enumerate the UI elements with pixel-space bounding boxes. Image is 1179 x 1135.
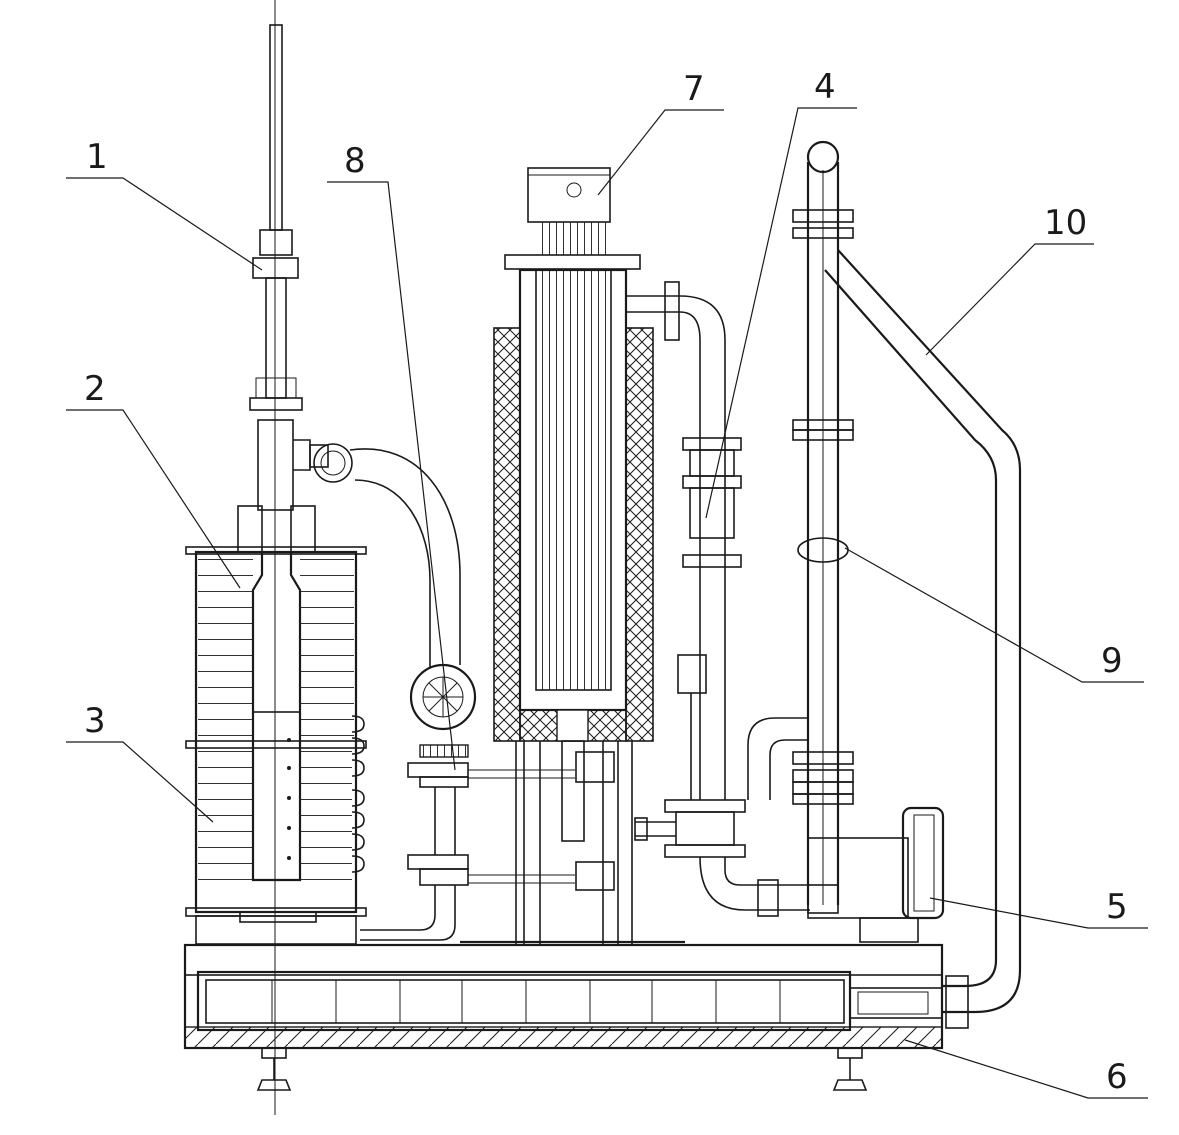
valve-column (634, 437, 810, 917)
callout-label-7: 7 (683, 69, 705, 109)
callout-label-6: 6 (1106, 1057, 1128, 1097)
left-reactor (185, 419, 367, 945)
callout-label-3: 3 (84, 701, 106, 741)
callout-label-8: 8 (344, 141, 366, 181)
right-stack (747, 140, 1022, 1029)
callout-label-10: 10 (1044, 203, 1087, 243)
callout-label-5: 5 (1106, 887, 1128, 927)
base-frame (183, 943, 944, 1091)
callout-label-4: 4 (814, 67, 836, 107)
callout-label-1: 1 (86, 137, 108, 177)
probe-rod (249, 0, 329, 1115)
callout-label-9: 9 (1101, 641, 1123, 681)
blower (807, 806, 945, 943)
pipe-8 (313, 443, 575, 941)
heat-exchanger (460, 167, 726, 945)
leader-lines (66, 107, 1148, 1099)
callout-label-2: 2 (84, 369, 106, 409)
